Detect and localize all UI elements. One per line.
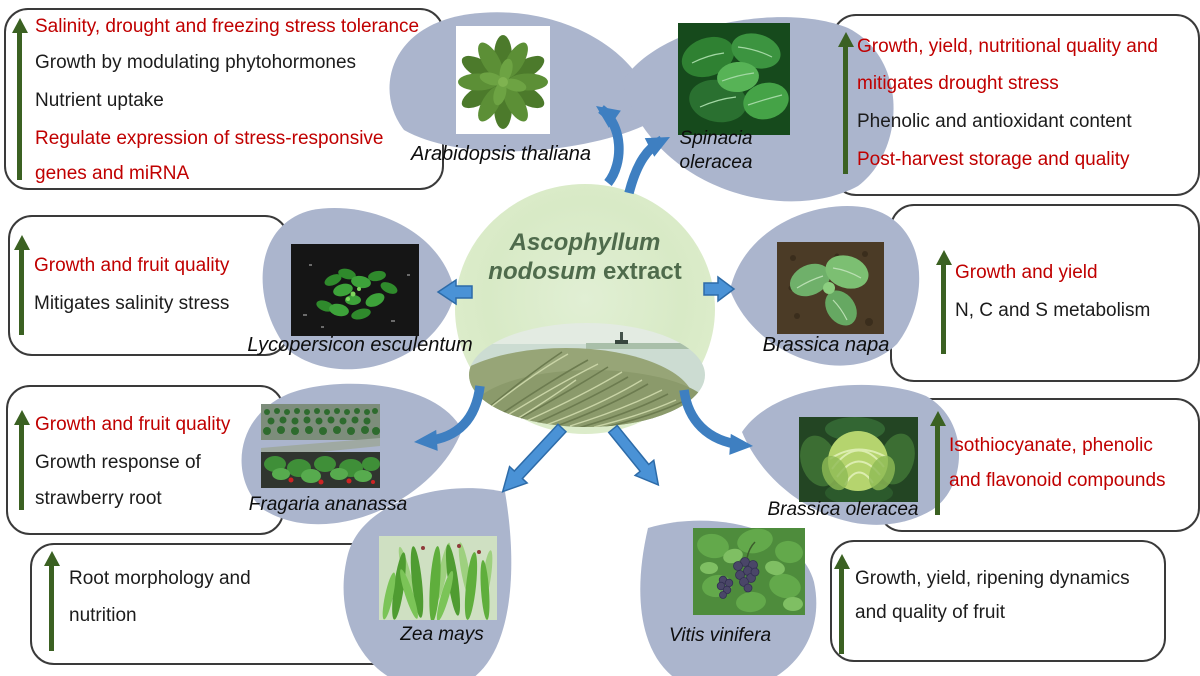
arrow-to-spinacia-icon — [624, 135, 665, 195]
tomato-seedling-photo — [291, 244, 419, 336]
effects-box-fragaria: Growth and fruit quality Growth response… — [6, 385, 284, 535]
arrowhead-arabidopsis-icon — [596, 106, 621, 128]
effects-box-zea-mays: Root morphology and nutrition — [30, 543, 484, 665]
center-title-line1: Ascophyllum — [509, 229, 661, 256]
effect-line: Nutrient uptake — [35, 90, 164, 111]
arrowhead-fragaria-icon — [414, 429, 438, 451]
brassica-napa-seedling-photo — [777, 242, 884, 334]
effect-line: Phenolic and antioxidant content — [857, 111, 1132, 132]
increase-arrow-icon — [12, 18, 28, 180]
effect-line: nutrition — [69, 605, 137, 626]
increase-arrow-icon — [14, 410, 30, 510]
arrowhead-brassica-oleracea-icon — [729, 433, 753, 455]
effect-line: Mitigates salinity stress — [34, 293, 230, 314]
center-title-genus: nodosum — [488, 258, 597, 285]
species-label-zea-mays: Zea mays — [400, 624, 484, 645]
center-title-extract: extract — [596, 258, 682, 285]
boat-icon — [620, 332, 623, 342]
arrow-to-zea-mays-icon — [501, 423, 568, 493]
effect-line: Isothiocyanate, phenolic — [949, 435, 1153, 456]
species-label-fragaria: Fragaria ananassa — [248, 494, 408, 515]
spinach-leaves-photo — [678, 23, 790, 135]
effect-line: Growth by modulating phytohormones — [35, 52, 357, 73]
effect-line: Root morphology and — [69, 568, 251, 589]
grapevine-with-grapes-photo — [693, 528, 805, 615]
strawberry-field-photo — [261, 404, 380, 488]
effect-line: mitigates drought stress — [857, 73, 1059, 94]
effects-box-brassica-napa: Growth and yield N, C and S metabolism — [890, 204, 1200, 382]
effect-line: Regulate expression of stress-responsive — [35, 128, 384, 149]
effect-line: and quality of fruit — [855, 602, 1005, 623]
effect-line: Salinity, drought and freezing stress to… — [35, 16, 420, 37]
effects-box-vitis: Growth, yield, ripening dynamics and qua… — [830, 540, 1166, 662]
increase-arrow-icon — [936, 250, 952, 354]
effect-line: Growth response of — [35, 452, 201, 473]
effect-line: Growth, yield, nutritional quality and — [857, 36, 1158, 57]
arrow-to-arabidopsis-icon — [597, 105, 624, 186]
species-label-brassica-napa: Brassica napa — [762, 334, 890, 356]
cabbage-photo — [799, 417, 918, 502]
increase-arrow-icon — [838, 32, 854, 174]
seaweed-shore-photo — [469, 323, 705, 427]
effect-line: and flavonoid compounds — [949, 470, 1166, 491]
species-label-spinacia-line1: Spinacia — [679, 128, 753, 149]
effect-line: genes and miRNA — [35, 163, 190, 184]
increase-arrow-icon — [44, 551, 60, 651]
effect-line: strawberry root — [35, 488, 162, 509]
effect-line: Growth and yield — [955, 262, 1098, 283]
effects-box-spinacia: Growth, yield, nutritional quality and m… — [832, 14, 1200, 196]
effect-line: Growth and fruit quality — [35, 414, 231, 435]
species-label-arabidopsis: Arabidopsis thaliana — [410, 143, 592, 165]
effect-line: Growth, yield, ripening dynamics — [855, 568, 1130, 589]
increase-arrow-icon — [834, 554, 850, 654]
effect-line: Growth and fruit quality — [34, 255, 230, 276]
arrow-to-vitis-icon — [607, 424, 660, 487]
species-label-vitis: Vitis vinifera — [668, 625, 772, 646]
effect-line: N, C and S metabolism — [955, 300, 1151, 321]
center-title: Ascophyllum nodosum extract — [465, 228, 705, 286]
maize-plants-photo — [379, 536, 497, 620]
increase-arrow-icon — [14, 235, 30, 335]
arabidopsis-rosette-photo — [456, 26, 550, 134]
effect-line: Post-harvest storage and quality — [857, 149, 1130, 170]
increase-arrow-icon — [930, 411, 946, 515]
effects-box-lycopersicon: Growth and fruit quality Mitigates salin… — [8, 215, 289, 356]
effects-box-brassica-oleracea: Isothiocyanate, phenolic and flavonoid c… — [878, 398, 1200, 532]
species-label-brassica-oleracea: Brassica oleracea — [767, 499, 919, 520]
effects-box-arabidopsis: Salinity, drought and freezing stress to… — [4, 8, 444, 190]
species-label-spinacia-line2: oleracea — [679, 152, 753, 173]
species-label-lycopersicon: Lycopersicon esculentum — [247, 334, 473, 356]
arrowhead-spinacia-icon — [644, 137, 670, 157]
